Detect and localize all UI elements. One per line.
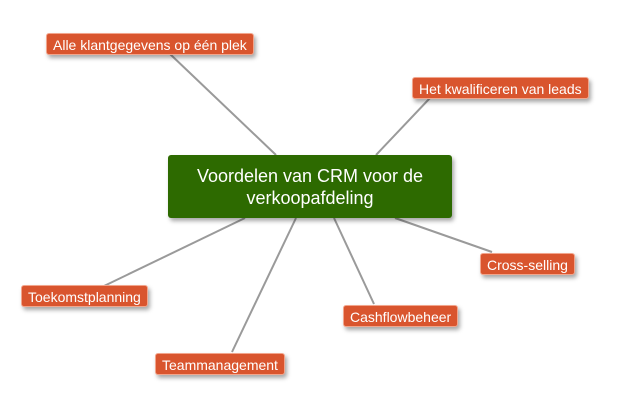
topic-toekomstplanning-label: Toekomstplanning — [28, 289, 141, 305]
central-topic-label: Voordelen van CRM voor de verkoopafdelin… — [196, 165, 424, 208]
topic-klantgegevens[interactable]: Alle klantgegevens op één plek — [46, 33, 254, 55]
topic-klantgegevens-label: Alle klantgegevens op één plek — [53, 37, 247, 53]
topic-toekomstplanning[interactable]: Toekomstplanning — [21, 285, 148, 307]
topic-teammanagement[interactable]: Teammanagement — [155, 353, 285, 375]
connector-leads — [375, 97, 431, 156]
topic-crossselling-label: Cross-selling — [487, 257, 568, 273]
topic-cashflow-label: Cashflowbeheer — [350, 309, 452, 325]
central-topic[interactable]: Voordelen van CRM voor de verkoopafdelin… — [168, 155, 452, 218]
topic-crossselling[interactable]: Cross-selling — [480, 253, 575, 275]
connector-cashflow — [333, 217, 375, 305]
connector-crossselling — [394, 217, 493, 253]
topic-leads-label: Het kwalificeren van leads — [419, 81, 582, 97]
connector-toekomstplanning — [103, 217, 246, 287]
topic-leads[interactable]: Het kwalificeren van leads — [412, 77, 589, 99]
connector-teammanagement — [231, 217, 297, 353]
topic-cashflow[interactable]: Cashflowbeheer — [343, 305, 459, 327]
connector-klantgegevens — [169, 53, 277, 156]
topic-teammanagement-label: Teammanagement — [162, 357, 278, 373]
